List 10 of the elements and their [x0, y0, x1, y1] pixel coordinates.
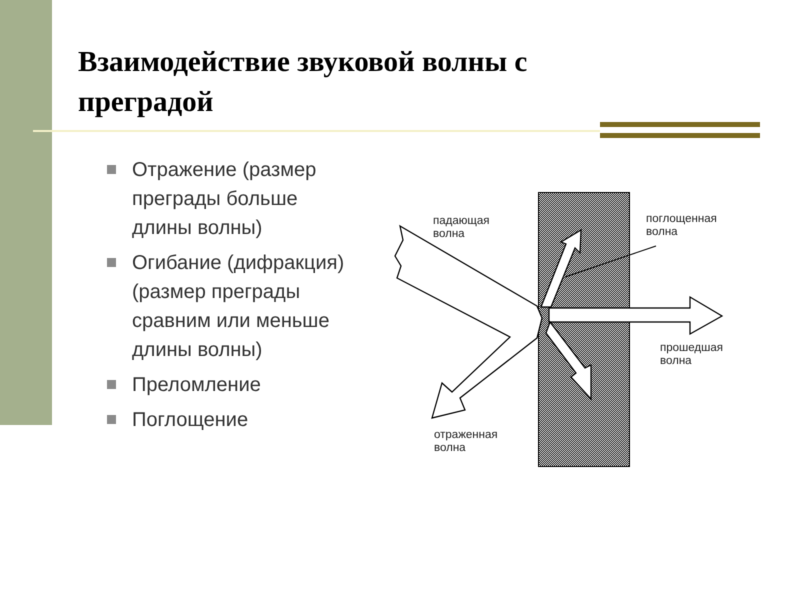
bullet-text: Огибание (дифракция) (размер преграды сравним или меньше длины волны): [132, 251, 346, 363]
slide-title: Взаимодействие звуковой волны с преградой: [78, 45, 528, 120]
bullet-text: Отражение (размер преграды больше длины волны): [132, 158, 318, 241]
wave-label: падающая волна: [433, 215, 490, 241]
wave-label: поглощенная волна: [646, 213, 746, 239]
leader-line: [564, 246, 656, 278]
wave-label: прошедшая волна: [660, 342, 724, 368]
bullet-text: Поглощение: [132, 408, 250, 433]
wave-label: отраженная волна: [434, 429, 499, 455]
bullet-text: Преломление: [132, 373, 262, 398]
